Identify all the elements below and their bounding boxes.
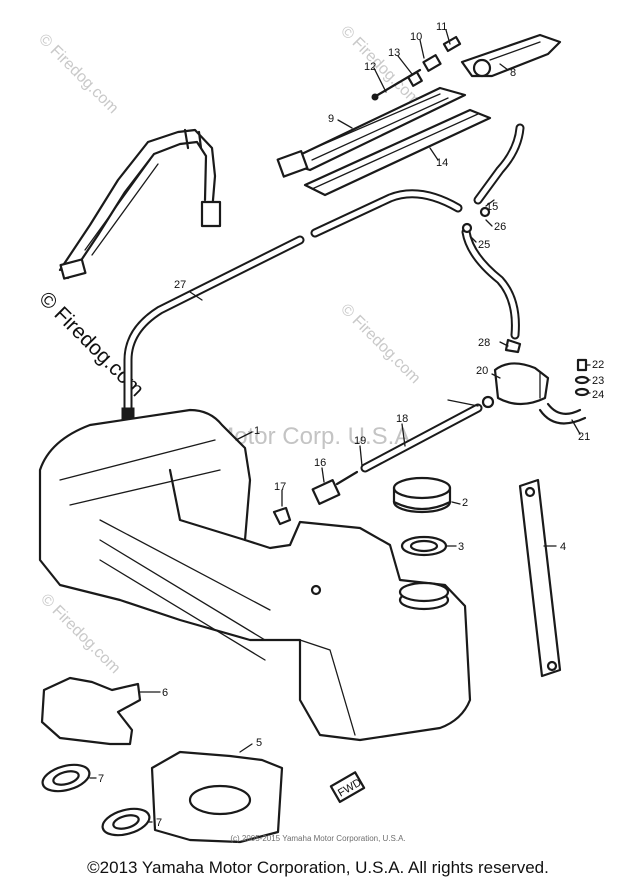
part-5-pad xyxy=(150,750,284,844)
diagram-copyright-note: (c) 2005-2015 Yamaha Motor Corporation, … xyxy=(230,834,406,843)
callout-28: 28 xyxy=(478,337,490,349)
callout-5: 5 xyxy=(256,737,262,749)
callout-24: 24 xyxy=(592,389,604,401)
callout-23: 23 xyxy=(592,375,604,387)
watermark-firedog: © Firedog.com xyxy=(37,591,123,677)
footer-copyright: ©2013 Yamaha Motor Corporation, U.S.A. A… xyxy=(87,858,549,877)
part-16-17-fitting xyxy=(272,470,359,526)
callout-7: 7 xyxy=(98,773,104,785)
callout-3: 3 xyxy=(458,541,464,553)
part-2-fuel-cap xyxy=(392,476,452,514)
part-21-clamp xyxy=(538,402,587,425)
part-9-strap xyxy=(276,86,467,178)
part-8-strap xyxy=(460,33,562,78)
callout-22: 22 xyxy=(592,359,604,371)
part-14-rubber-strip xyxy=(303,108,492,197)
callout-9: 9 xyxy=(328,113,334,125)
callout-1: 1 xyxy=(254,425,260,437)
part-hardware-bolts xyxy=(371,35,462,101)
callout-11: 11 xyxy=(436,21,447,33)
callout-17: 17 xyxy=(274,481,286,493)
part-1-fuel-tank xyxy=(38,408,472,742)
callout-13: 13 xyxy=(388,47,400,59)
watermark-firedog: © Firedog.com xyxy=(337,301,423,387)
callout-19: 19 xyxy=(354,435,366,447)
part-4-band xyxy=(518,478,562,678)
part-27-vent-hose xyxy=(121,189,463,423)
callout-6: 6 xyxy=(162,687,168,699)
part-6-pad xyxy=(40,676,142,746)
callout-16: 16 xyxy=(314,457,326,469)
leader-lines xyxy=(89,29,591,823)
fwd-direction-marker: FWD xyxy=(329,771,366,804)
part-3-gasket xyxy=(400,535,448,557)
callout-21: 21 xyxy=(578,431,590,443)
callout-25: 25 xyxy=(478,239,490,251)
watermark-firedog: © Firedog.com xyxy=(35,31,121,117)
callout-12: 12 xyxy=(364,61,376,73)
callout-8: 8 xyxy=(510,67,516,79)
callout-27: 27 xyxy=(174,279,186,291)
callout-26: 26 xyxy=(494,221,506,233)
callout-10: 10 xyxy=(410,31,422,43)
part-20-filter xyxy=(493,338,550,406)
part-strap-bracket xyxy=(58,128,222,280)
callout-2: 2 xyxy=(462,497,468,509)
part-callouts: 1 2 3 4 5 6 7 7 8 9 10 11 12 13 14 15 16… xyxy=(98,21,604,829)
part-18-19-fuel-hose xyxy=(360,395,495,473)
callout-20: 20 xyxy=(476,365,488,377)
part-7-grommet xyxy=(41,763,91,793)
callout-4: 4 xyxy=(560,541,566,553)
part-7-grommet xyxy=(101,807,151,837)
part-15-25-hoses xyxy=(461,123,525,340)
callout-14: 14 xyxy=(436,157,448,169)
callout-15: 15 xyxy=(486,201,498,213)
callout-7: 7 xyxy=(156,817,162,829)
callout-18: 18 xyxy=(396,413,408,425)
